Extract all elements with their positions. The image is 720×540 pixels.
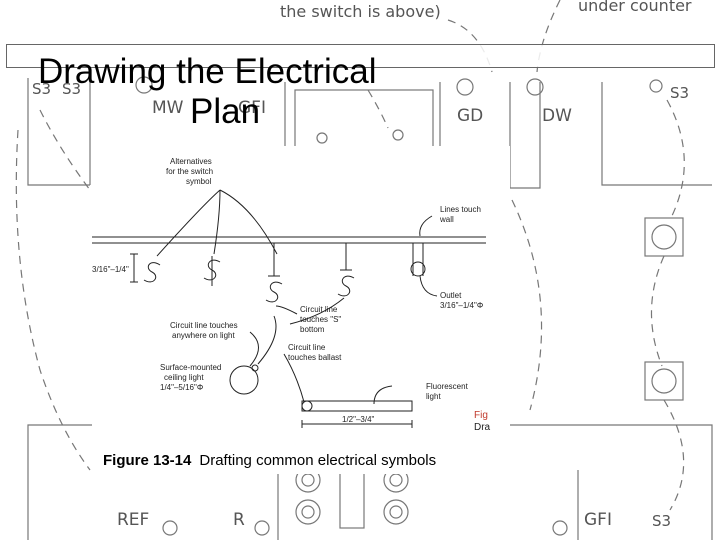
figure-caption: Figure 13-14 Drafting common electrical s… xyxy=(103,452,436,469)
label-surface-3: 1/4"–5/16"Φ xyxy=(160,383,203,392)
plan-wall-line xyxy=(601,82,712,186)
label-alt-switch-3: symbol xyxy=(186,177,212,186)
plan-circuit-dash xyxy=(663,399,685,511)
outlet-symbol xyxy=(410,261,426,277)
plan-outlet xyxy=(649,79,663,93)
plan-switch-s3: S3 xyxy=(670,84,690,102)
label-fluorescent-2: light xyxy=(426,392,441,401)
plan-label-gd: GD xyxy=(457,106,484,126)
plan-burner xyxy=(389,473,403,487)
plan-circuit-dash xyxy=(536,0,561,73)
label-fluor-dim: 1/2"–3/4" xyxy=(342,415,375,424)
leader-line xyxy=(219,189,278,255)
label-surface-1: Surface-mounted xyxy=(160,363,221,372)
label-ballast-1: Circuit line xyxy=(288,343,326,352)
label-circuit-light-2: anywhere on light xyxy=(172,331,235,340)
plan-light xyxy=(651,224,677,250)
label-cut-dra: Dra xyxy=(474,422,491,433)
label-surface-2: ceiling light xyxy=(164,373,204,382)
leader-line xyxy=(213,189,221,255)
plan-label-r: R xyxy=(233,510,245,530)
label-lines-touch-2: wall xyxy=(439,215,454,224)
label-circuit-s-3: bottom xyxy=(300,325,325,334)
plan-circuit-dash xyxy=(39,109,91,191)
plan-switch-s3: S3 xyxy=(652,512,672,530)
plan-burner xyxy=(301,473,315,487)
plan-outlet xyxy=(456,78,474,96)
plan-burner xyxy=(301,505,315,519)
plan-label-dw: DW xyxy=(542,106,572,126)
label-fluorescent-1: Fluorescent xyxy=(426,382,469,391)
leader-line xyxy=(283,353,305,403)
circuit-line xyxy=(257,315,277,365)
label-ballast-2: touches ballast xyxy=(288,353,342,362)
plan-vent xyxy=(339,467,365,529)
plan-switch-s3: S3 xyxy=(62,80,82,98)
title-band xyxy=(6,44,715,68)
label-outlet-1: Outlet xyxy=(440,291,462,300)
label-circuit-s-1: Circuit line xyxy=(300,305,338,314)
fluorescent-ballast xyxy=(301,400,313,412)
plan-light xyxy=(651,368,677,394)
leader-line xyxy=(419,215,433,237)
label-cut-fig: Fig xyxy=(474,410,488,421)
leader-line xyxy=(156,189,221,257)
plan-light-box xyxy=(644,361,684,401)
plan-switch-s3: S3 xyxy=(32,80,52,98)
plan-circuit-dash xyxy=(367,89,389,129)
plan-circuit-dash xyxy=(15,129,91,471)
plan-label-gfi-bottom: GFI xyxy=(584,510,612,530)
plan-outlet xyxy=(162,520,178,536)
label-lines-touch-1: Lines touch xyxy=(440,205,481,214)
plan-circuit-dash xyxy=(511,199,543,411)
plan-circuit-dash xyxy=(650,255,665,367)
plan-label-ref: REF xyxy=(117,510,150,530)
label-outlet-2: 3/16"–1/4"Φ xyxy=(440,301,483,310)
slide-title-line-1: Drawing the Electrical xyxy=(38,52,377,91)
plan-burner xyxy=(295,499,321,525)
leader-line xyxy=(275,305,298,315)
leader-line xyxy=(419,275,438,297)
plan-outlet xyxy=(552,520,568,536)
plan-wall-line xyxy=(500,424,713,540)
ceiling-light-symbol xyxy=(229,365,259,395)
plan-label-mw: MW xyxy=(152,98,184,118)
plan-note-top: the switch is above) xyxy=(280,2,441,21)
ceiling-light-junction xyxy=(251,364,259,372)
figure-caption-number: Figure 13-14 xyxy=(103,452,192,469)
plan-burner xyxy=(383,499,409,525)
plan-burner xyxy=(389,505,403,519)
plan-outlet xyxy=(526,78,544,96)
plan-drain xyxy=(392,129,404,141)
leader-line xyxy=(249,331,259,367)
label-circuit-light-1: Circuit line touches xyxy=(170,321,238,330)
label-alt-switch-2: for the switch xyxy=(166,167,213,176)
fluorescent-symbol xyxy=(301,400,413,412)
plan-light-box xyxy=(644,217,684,257)
plan-drain xyxy=(316,132,328,144)
switch-symbol xyxy=(265,281,283,303)
plan-wall-line xyxy=(27,424,92,540)
slide-title-line-2: Plan xyxy=(190,92,261,131)
plan-wall-line xyxy=(509,82,541,189)
plan-label-gfi-top: GFI xyxy=(238,98,266,118)
plan-outlet xyxy=(135,76,153,94)
plan-wall-line xyxy=(27,78,90,186)
figure-panel: Alternatives for the switch symbol Lines… xyxy=(92,146,510,474)
figure-caption-text: Drafting common electrical symbols xyxy=(199,452,437,469)
plan-note-top-right: under counter xyxy=(578,0,692,15)
plan-circuit-dash xyxy=(666,99,685,221)
label-circuit-s-2: touches "S" xyxy=(300,315,341,324)
switch-symbol xyxy=(143,262,161,283)
leader-line xyxy=(289,297,345,325)
switch-symbol xyxy=(337,275,355,297)
plan-outlet xyxy=(254,520,270,536)
slide-title: Drawing the Electrical Plan xyxy=(38,52,458,132)
label-switch-dim: 3/16"–1/4" xyxy=(92,265,129,274)
electrical-symbols-drawing: Alternatives for the switch symbol Lines… xyxy=(92,157,491,433)
label-alt-switch-1: Alternatives xyxy=(170,157,212,166)
